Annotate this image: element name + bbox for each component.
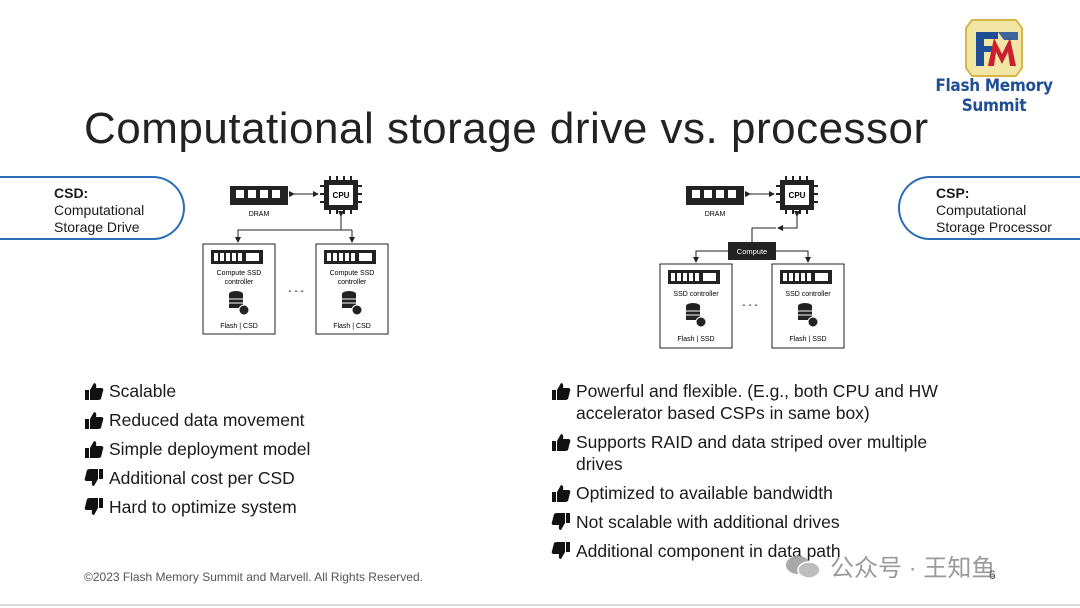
compute-accelerator (728, 242, 776, 260)
csp-pros-cons-list: Powerful and flexible. (E.g., both CPU a… (551, 380, 971, 570)
list-item-text: Reduced data movement (109, 410, 305, 430)
box1-label-line1: Compute SSD (217, 270, 262, 277)
thumbs-down-icon (551, 542, 570, 559)
list-item-text: Simple deployment model (109, 439, 311, 459)
dram-label: DRAM (249, 211, 270, 218)
copyright-footer: ©2023 Flash Memory Summit and Marvell. A… (84, 570, 423, 584)
wechat-icon (786, 556, 821, 579)
ssd-box-2: SSD controller Flash | SSD (771, 263, 845, 349)
watermark-text: 公众号 · 王知鱼 (830, 555, 996, 582)
csd-line2: Storage Drive (54, 219, 140, 235)
logo-text: Flash Memory Summit (935, 76, 1053, 116)
list-item-text: Additional component in data path (576, 541, 841, 561)
box2-label: SSD controller (785, 291, 831, 298)
thumbs-up-icon (552, 485, 571, 502)
csd-pros-cons-list: Scalable Reduced data movement Simple de… (84, 380, 484, 530)
ellipsis: - - - (288, 286, 304, 297)
box1-label-line2: controller (225, 279, 254, 286)
database-icon (798, 303, 819, 328)
list-item-text: Hard to optimize system (109, 497, 297, 517)
ellipsis: - - - (742, 300, 758, 311)
list-item-text: Supports RAID and data striped over mult… (576, 432, 928, 452)
flash-memory-summit-logo (965, 19, 1023, 77)
csd-line1: Computational (54, 202, 145, 218)
box2-label-line2: controller (338, 279, 367, 286)
box1-footer: Flash | SSD (677, 336, 714, 343)
thumbs-up-icon (552, 434, 571, 451)
list-item-text: Optimized to available bandwidth (576, 483, 833, 503)
dram-label: DRAM (705, 211, 726, 218)
thumbs-up-icon (552, 383, 571, 400)
list-item-text: Scalable (109, 381, 177, 401)
thumbs-down-icon (84, 498, 103, 515)
csd-heading: CSD: (54, 185, 89, 201)
box2-footer: Flash | SSD (789, 336, 826, 343)
dram-icon (230, 186, 288, 205)
thumbs-down-icon (551, 513, 570, 530)
database-icon (342, 291, 363, 316)
cpu-label: CPU (333, 191, 350, 200)
list-item-text: Powerful and flexible. (E.g., both CPU a… (576, 381, 938, 401)
thumbs-up-icon (85, 412, 104, 429)
csp-line2: Storage Processor (936, 219, 1052, 235)
compute-label: Compute (737, 247, 767, 256)
csp-heading: CSP: (936, 185, 970, 201)
page-number: 6 (989, 568, 996, 582)
box1-footer: Flash | CSD (220, 323, 258, 330)
csp-callout: CSP: Computational Storage Processor (898, 176, 1080, 240)
csd-callout: CSD: Computational Storage Drive (0, 176, 185, 240)
box2-label-line1: Compute SSD (330, 270, 375, 277)
cpu-label: CPU (789, 191, 806, 200)
dram-icon (686, 186, 744, 205)
compute-ssd-box-2: Compute SSD controller Flash | CSD (315, 243, 389, 335)
box2-footer: Flash | CSD (333, 323, 371, 330)
csp-diagram: DRAM CPU Compute SSD controller Flash | … (659, 176, 845, 349)
csd-diagram: DRAM CPU Compute SSD controller Flash | … (202, 176, 389, 335)
compute-ssd-box-1: Compute SSD controller Flash | CSD (202, 243, 276, 335)
list-item-text-cont: drives (576, 454, 623, 474)
csp-line1: Computational (936, 202, 1027, 218)
database-icon (686, 303, 707, 328)
thumbs-down-icon (84, 469, 103, 486)
cpu-icon (776, 176, 818, 214)
thumbs-up-icon (85, 383, 104, 400)
list-item-text-cont: accelerator based CSPs in same box) (576, 403, 870, 423)
cpu-icon (320, 176, 362, 214)
list-item-text: Additional cost per CSD (109, 468, 295, 488)
bottom-divider (0, 604, 1080, 606)
ssd-box-1: SSD controller Flash | SSD (659, 263, 733, 349)
box1-label: SSD controller (673, 291, 719, 298)
database-icon (229, 291, 250, 316)
thumbs-up-icon (85, 441, 104, 458)
list-item-text: Not scalable with additional drives (576, 512, 840, 532)
page-title: Computational storage drive vs. processo… (84, 104, 929, 153)
